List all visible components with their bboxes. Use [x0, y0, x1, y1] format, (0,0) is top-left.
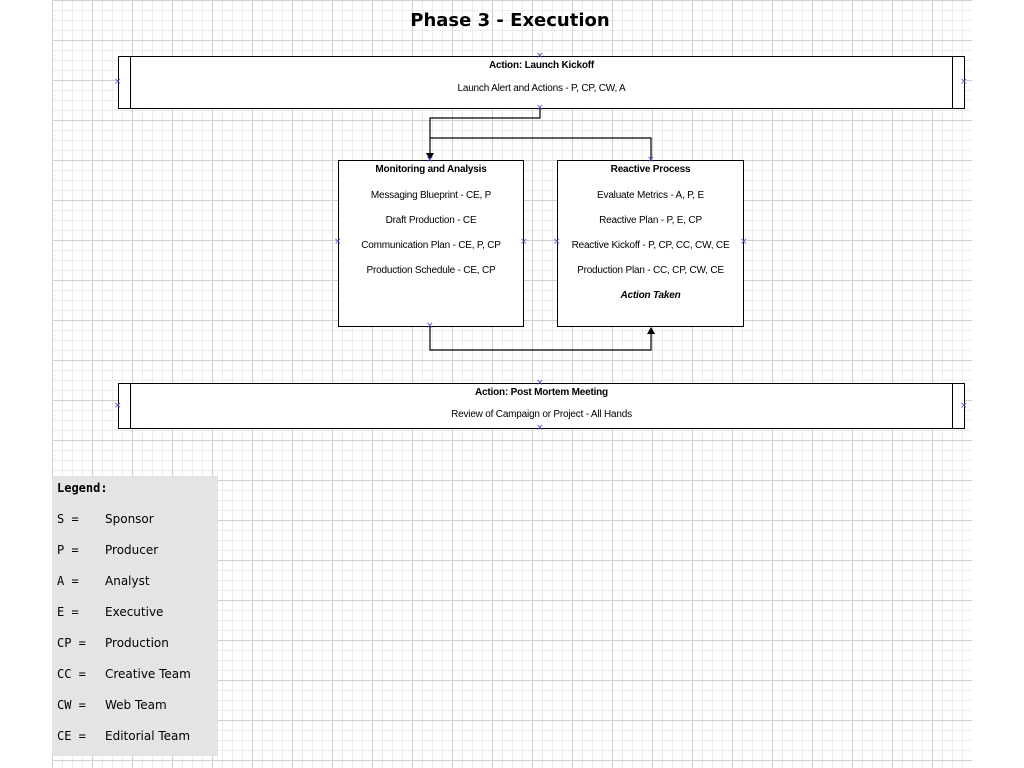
legend-meaning: Analyst	[105, 574, 150, 588]
connection-point-icon[interactable]: ×	[334, 237, 342, 247]
legend-meaning: Sponsor	[105, 512, 154, 526]
monitoring-analysis-box[interactable]: Monitoring and Analysis Messaging Bluepr…	[338, 160, 524, 327]
legend-abbr: P =	[57, 543, 79, 557]
reactive-item: Reactive Kickoff - P, CP, CC, CW, CE	[571, 240, 730, 251]
connection-point-icon[interactable]: ×	[426, 321, 434, 331]
reactive-process-box[interactable]: Reactive Process Evaluate Metrics - A, P…	[557, 160, 744, 327]
connection-point-icon[interactable]: ×	[536, 378, 544, 388]
connection-point-icon[interactable]: ×	[647, 155, 655, 165]
connection-point-icon[interactable]: ×	[426, 155, 434, 165]
legend-abbr: CW =	[57, 698, 86, 712]
reactive-item: Production Plan - CC, CP, CW, CE	[577, 265, 724, 276]
monitoring-analysis-title: Monitoring and Analysis	[375, 164, 487, 175]
legend-meaning: Web Team	[105, 698, 167, 712]
reactive-outcome: Action Taken	[620, 290, 681, 301]
legend-abbr: CC =	[57, 667, 86, 681]
reactive-item: Evaluate Metrics - A, P, E	[597, 190, 704, 201]
connection-point-icon[interactable]: ×	[536, 423, 544, 433]
connection-point-icon[interactable]: ×	[114, 77, 122, 87]
connection-point-icon[interactable]: ×	[740, 237, 748, 247]
connection-point-icon[interactable]: ×	[114, 401, 122, 411]
post-mortem-title: Action: Post Mortem Meeting	[475, 387, 608, 398]
legend-panel: Legend: S = Sponsor P = Producer A = Ana…	[52, 476, 218, 756]
reactive-process-title: Reactive Process	[610, 164, 691, 175]
connection-point-icon[interactable]: ×	[553, 237, 561, 247]
legend-meaning: Editorial Team	[105, 729, 191, 743]
monitoring-item: Production Schedule - CE, CP	[366, 265, 496, 276]
page-title: Phase 3 - Execution	[410, 10, 610, 31]
legend-meaning: Production	[105, 636, 169, 650]
post-mortem-detail: Review of Campaign or Project - All Hand…	[451, 409, 632, 420]
legend-abbr: CE =	[57, 729, 86, 743]
launch-kickoff-box[interactable]: Action: Launch Kickoff Launch Alert and …	[118, 56, 965, 109]
connection-point-icon[interactable]: ×	[960, 77, 968, 87]
launch-kickoff-title: Action: Launch Kickoff	[488, 60, 595, 71]
legend-abbr: A =	[57, 574, 79, 588]
legend-title: Legend:	[57, 481, 108, 495]
legend-meaning: Executive	[105, 605, 164, 619]
launch-kickoff-detail: Launch Alert and Actions - P, CP, CW, A	[457, 83, 626, 94]
monitoring-item: Draft Production - CE	[385, 215, 477, 226]
reactive-item: Reactive Plan - P, E, CP	[599, 215, 702, 226]
connection-point-icon[interactable]: ×	[520, 237, 528, 247]
connection-point-icon[interactable]: ×	[536, 51, 544, 61]
monitoring-item: Communication Plan - CE, P, CP	[361, 240, 501, 251]
legend-abbr: CP =	[57, 636, 86, 650]
legend-meaning: Creative Team	[105, 667, 191, 681]
monitoring-item: Messaging Blueprint - CE, P	[370, 190, 492, 201]
legend-meaning: Producer	[105, 543, 159, 557]
legend-abbr: E =	[57, 605, 79, 619]
connection-point-icon[interactable]: ×	[536, 103, 544, 113]
connection-point-icon[interactable]: ×	[960, 401, 968, 411]
legend-abbr: S =	[57, 512, 79, 526]
post-mortem-box[interactable]: Action: Post Mortem Meeting Review of Ca…	[118, 383, 965, 429]
